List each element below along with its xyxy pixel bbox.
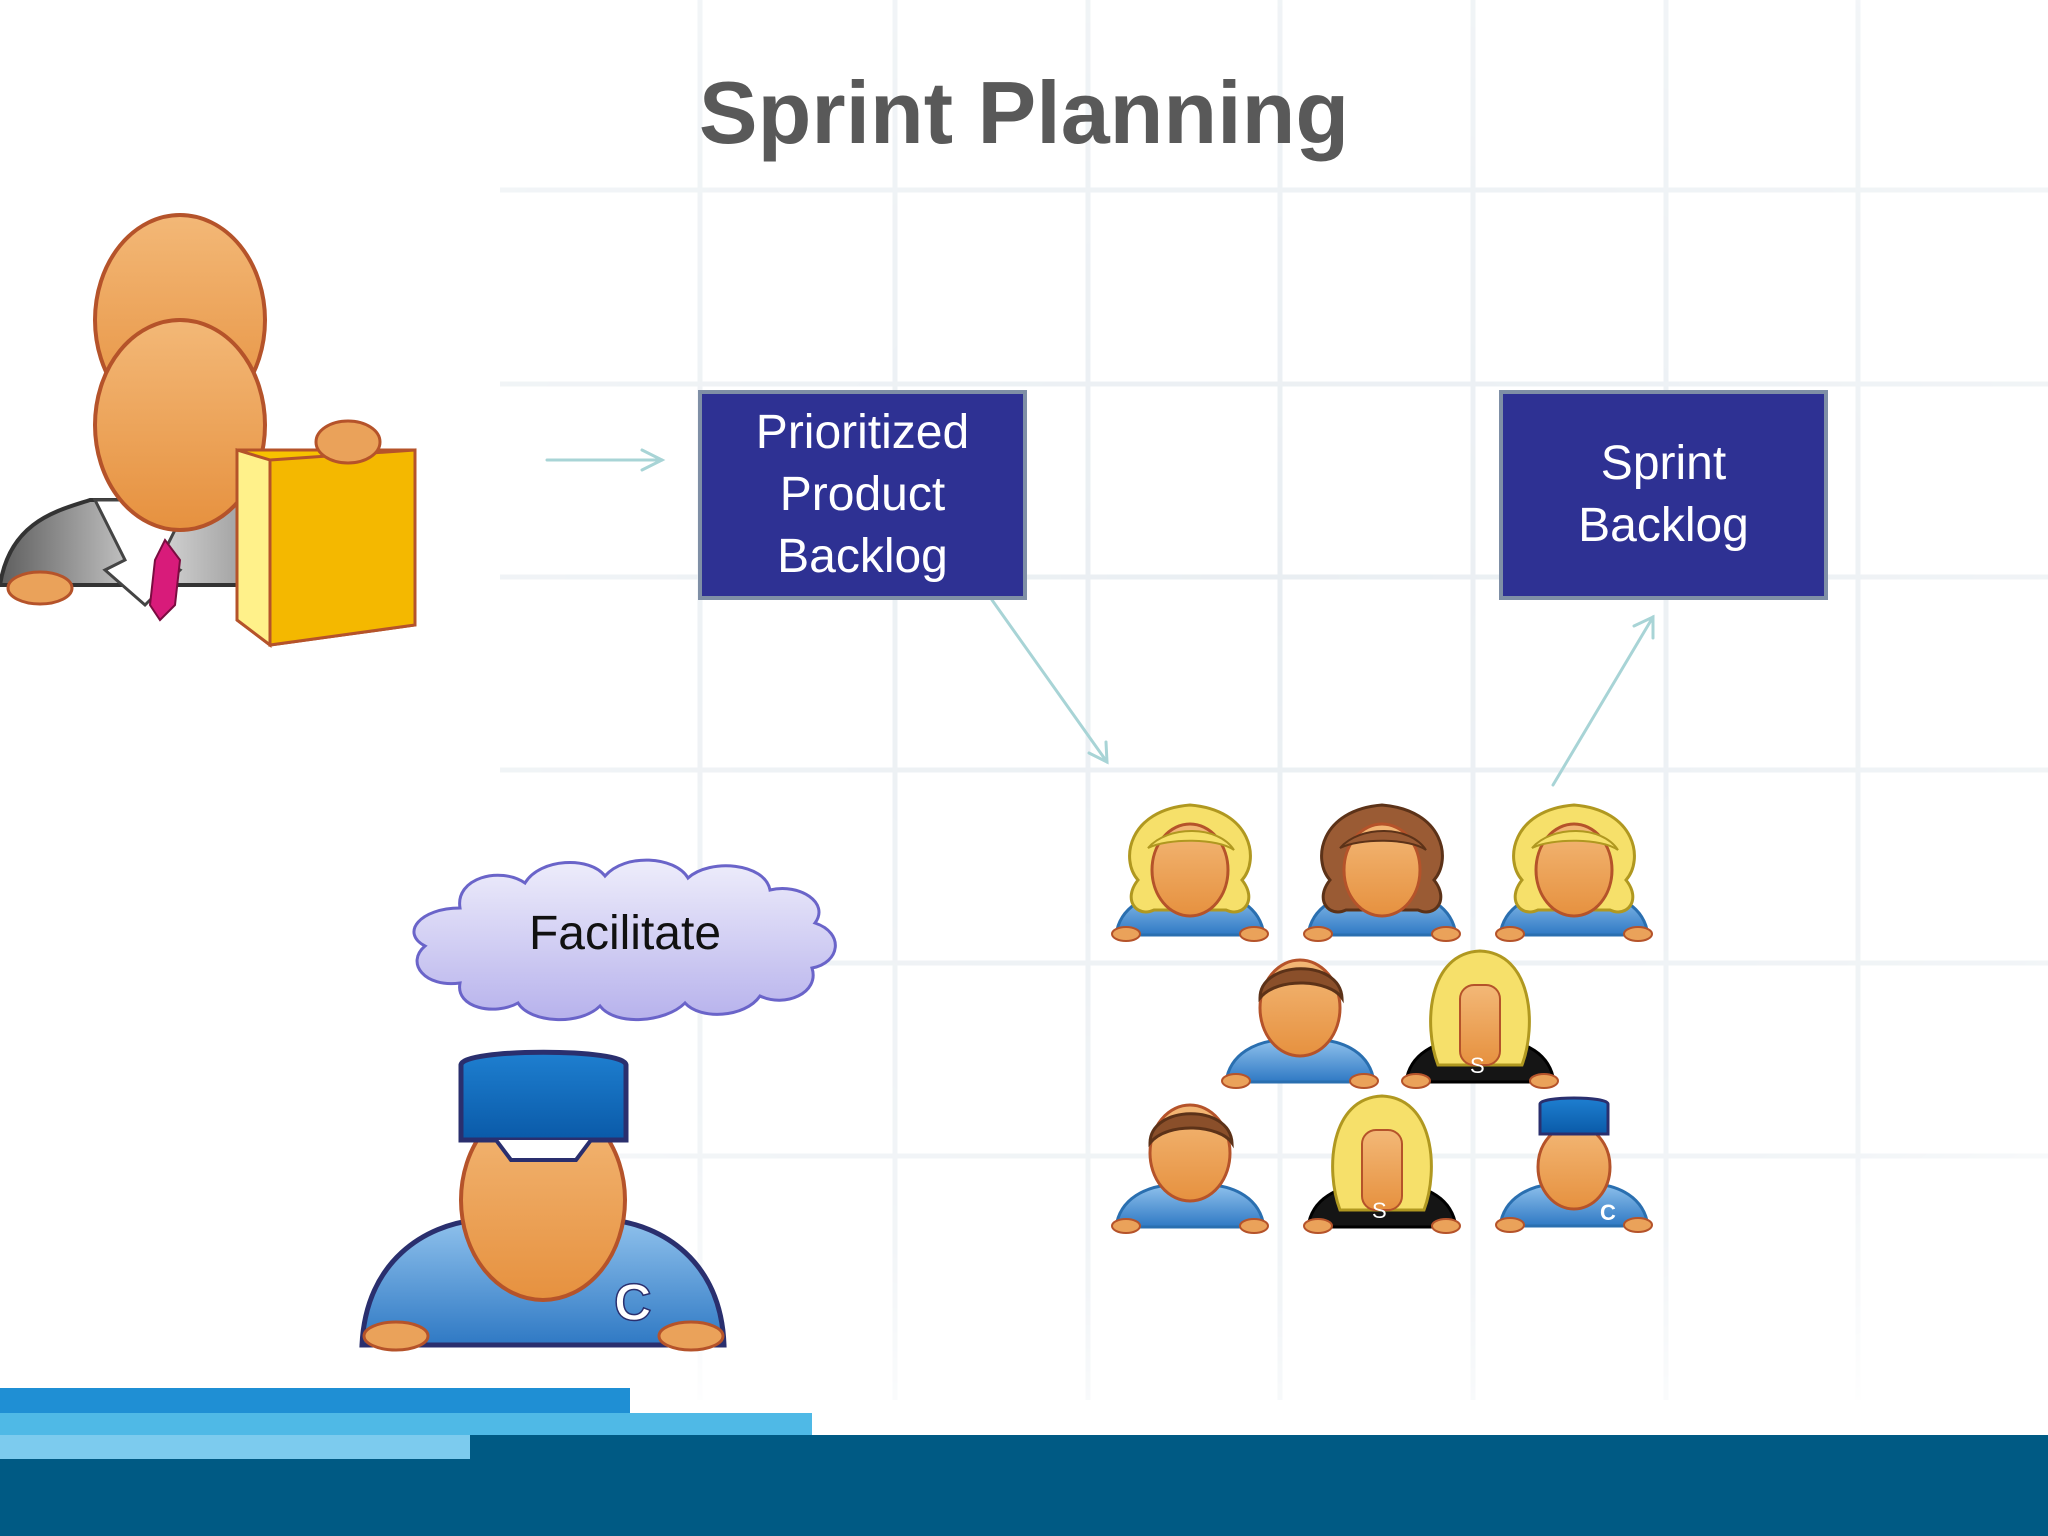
arrow-icon (547, 450, 662, 470)
footer-bar-dark-2 (0, 1459, 470, 1536)
footer-bar-dark (470, 1435, 2048, 1536)
footer-bar-light-2 (0, 1435, 470, 1459)
footer-bar-blue (0, 1388, 630, 1414)
team-member-icon (1218, 950, 1382, 1090)
svg-text:S: S (1470, 1053, 1485, 1078)
sprint-backlog-box: Sprint Backlog (1499, 390, 1828, 600)
team-member-icon: S (1398, 945, 1562, 1090)
prioritized-product-backlog-box: Prioritized Product Backlog (698, 390, 1027, 600)
team-member-icon (1492, 800, 1656, 944)
arrow-icon (1553, 617, 1653, 785)
team-member-icon (1300, 800, 1464, 944)
box-label-line: Product (756, 464, 969, 526)
box-label-line: Backlog (756, 526, 969, 588)
team-member-icon: S (1300, 1090, 1464, 1235)
team-member-icon (1108, 800, 1272, 944)
box-label-line: Backlog (1578, 495, 1749, 557)
footer-bar-light (0, 1413, 812, 1435)
team-member-icon (1108, 1095, 1272, 1235)
scrum-master-icon: C (356, 1040, 730, 1360)
svg-text:S: S (1372, 1198, 1387, 1223)
footer-bar-dark-3 (812, 1435, 2048, 1439)
box-label-line: Prioritized (756, 402, 969, 464)
cloud-label: Facilitate (480, 906, 770, 961)
team-member-icon: C (1492, 1092, 1656, 1234)
svg-text:C: C (1600, 1200, 1616, 1225)
arrow-icon (992, 600, 1107, 762)
svg-text:C: C (614, 1274, 652, 1332)
box-label-line: Sprint (1578, 433, 1749, 495)
